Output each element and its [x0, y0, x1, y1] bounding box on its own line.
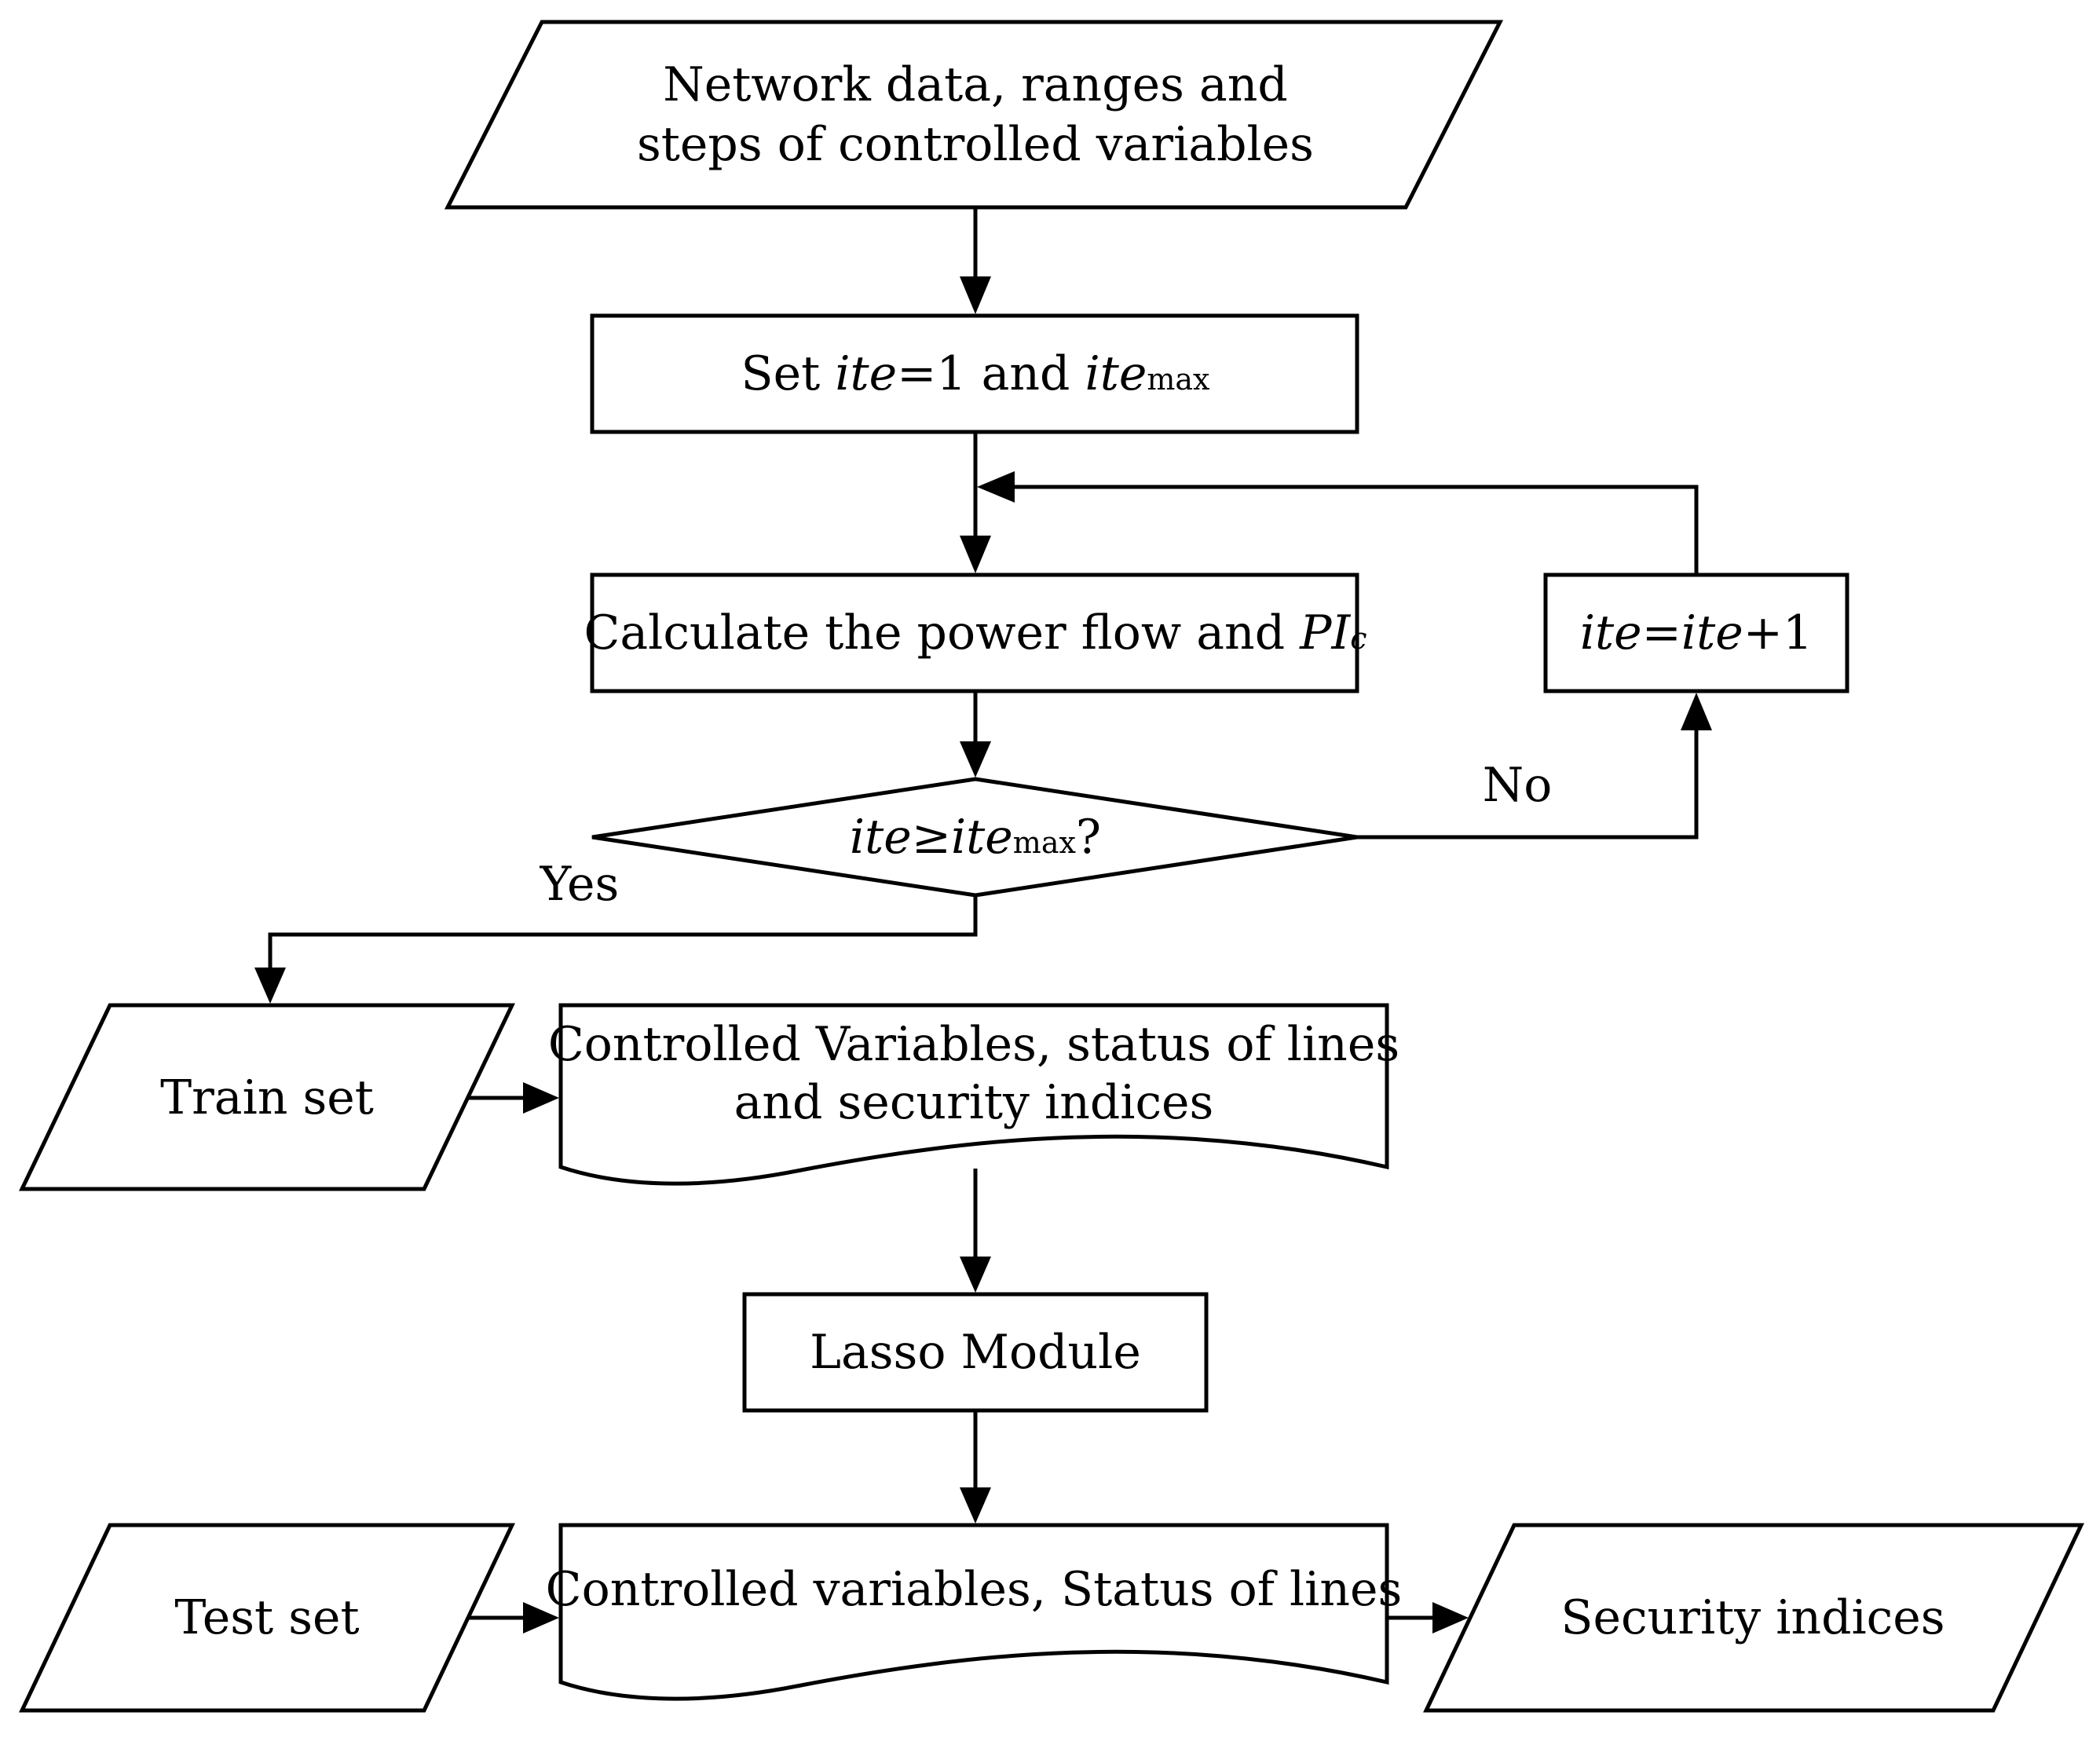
arrow-calc-to-decision — [960, 691, 991, 777]
arrow-input-to-set — [960, 207, 991, 314]
input-data-label-line2: steps of controlled variables — [637, 117, 1314, 172]
input-data-parallelogram — [444, 20, 1504, 210]
train-doc-label-line2: and security indices — [734, 1075, 1214, 1130]
no-branch-label: No — [1483, 758, 1553, 813]
train-doc-shape — [558, 1003, 1389, 1186]
calculate-box — [590, 573, 1359, 693]
test-set-label: Test set — [174, 1590, 359, 1645]
arrow-train-to-doc — [468, 1082, 559, 1114]
yes-branch-label: Yes — [540, 857, 620, 912]
train-set-parallelogram — [19, 1003, 515, 1191]
arrow-decision-yes-to-train — [254, 895, 978, 1004]
set-ite-box — [590, 313, 1359, 434]
arrow-increment-loop-back — [977, 471, 1699, 575]
arrow-doc-to-output — [1387, 1602, 1469, 1633]
arrow-test-to-doc — [468, 1602, 559, 1633]
output-label: Security indices — [1560, 1590, 1945, 1645]
calculate-label: Calculate the power flow and PIc — [584, 605, 1366, 660]
test-doc-shape — [558, 1523, 1389, 1701]
input-data-label-line1: Network data, ranges and — [663, 57, 1288, 112]
train-set-label: Train set — [160, 1070, 374, 1125]
output-parallelogram — [1423, 1523, 2084, 1713]
arrow-set-to-calc — [960, 432, 991, 573]
test-set-parallelogram — [19, 1523, 515, 1713]
set-ite-label: Set ite=1 and itemax — [741, 346, 1210, 401]
train-doc-label-line1: Controlled Variables, status of lines — [548, 1017, 1399, 1072]
arrow-decision-no-to-increment — [1357, 693, 1712, 840]
lasso-module-label: Lasso Module — [810, 1325, 1141, 1380]
increment-label: ite=ite+1 — [1580, 605, 1813, 660]
test-doc-label: Controlled variables, Status of lines — [546, 1562, 1403, 1617]
lasso-module-box — [742, 1292, 1209, 1413]
arrow-lasso-to-test-doc — [960, 1410, 991, 1524]
decision-label: ite≥itemax? — [850, 810, 1101, 865]
arrow-doc-to-lasso — [960, 1169, 991, 1293]
